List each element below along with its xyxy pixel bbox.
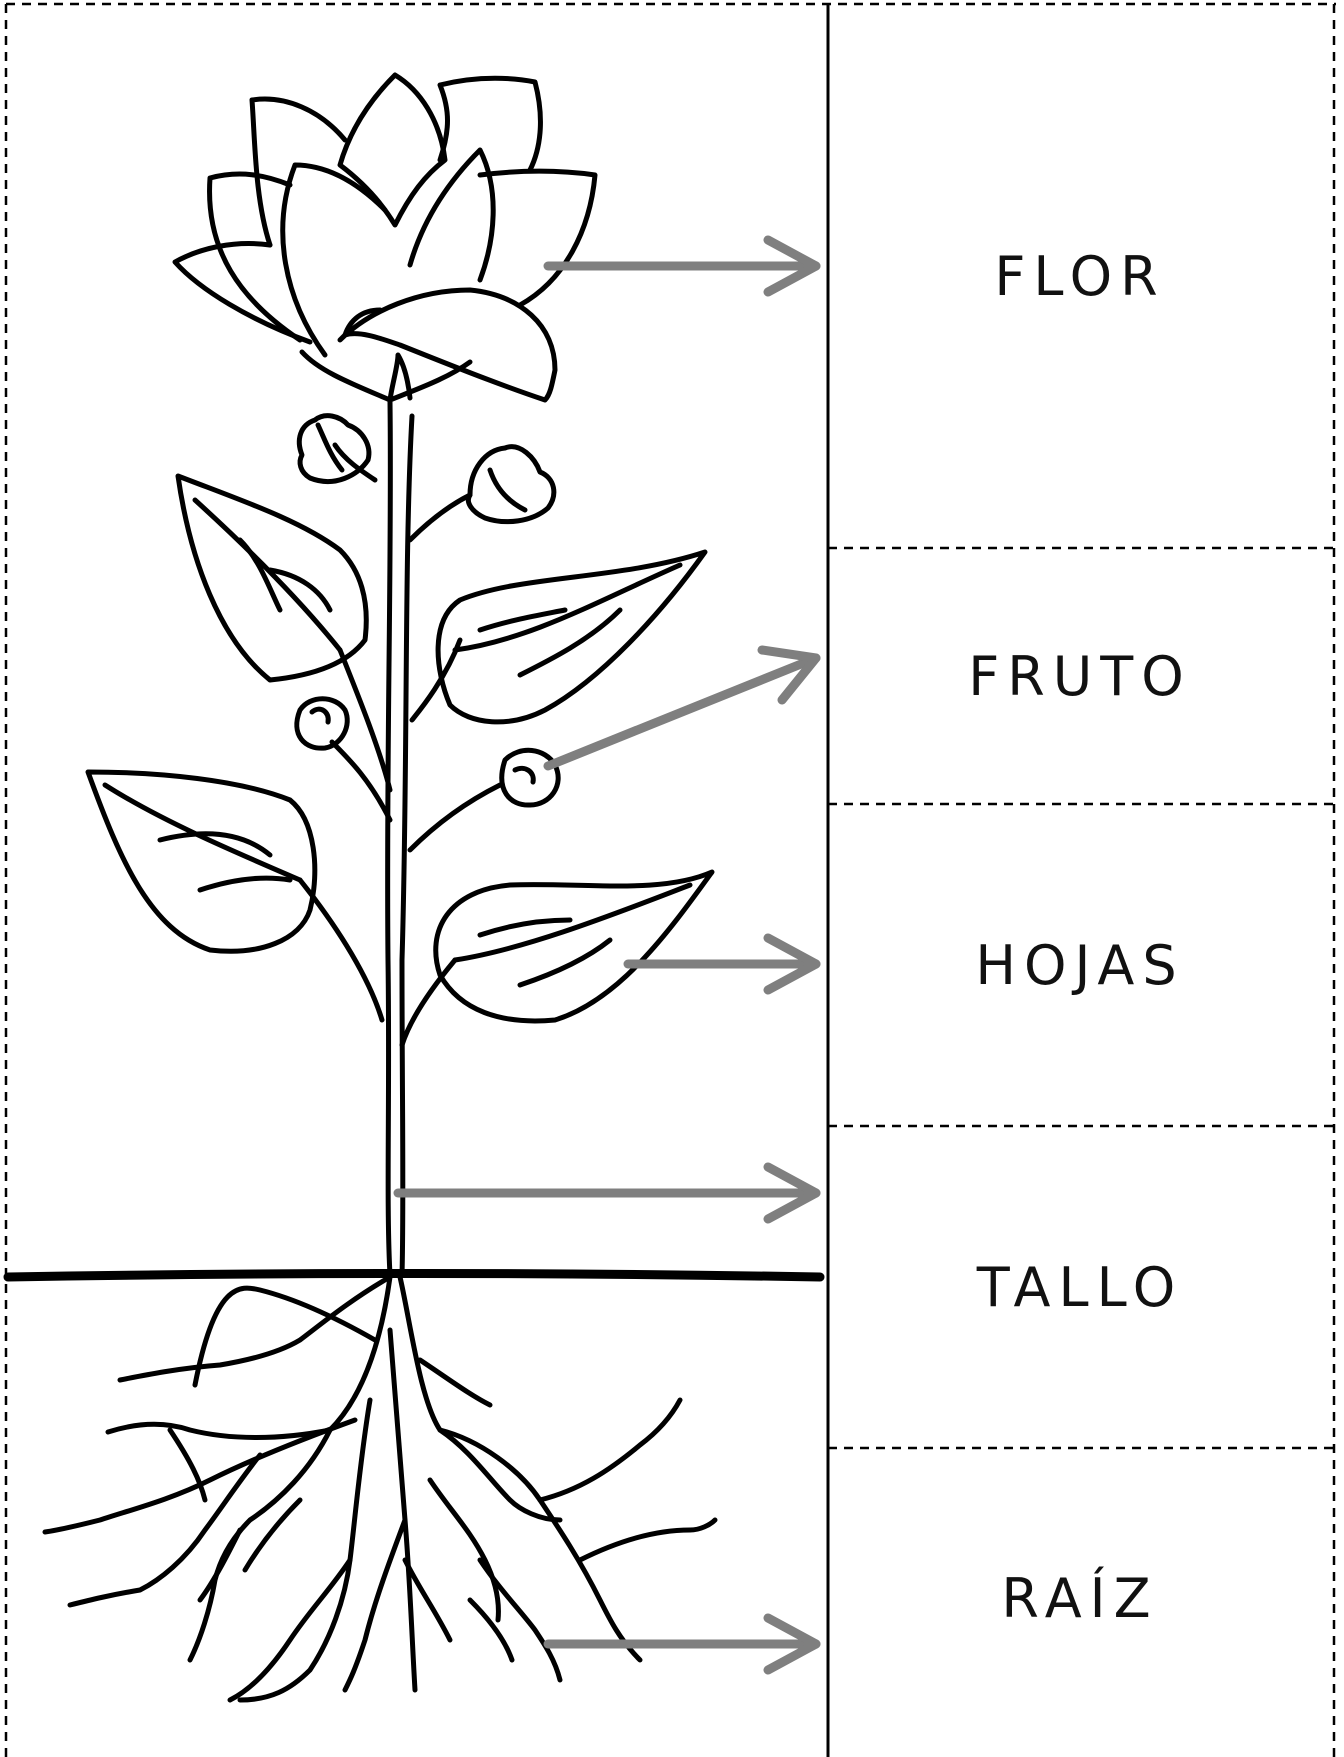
roots bbox=[45, 1277, 715, 1700]
ground-line bbox=[8, 1274, 820, 1278]
leaf-upper-right bbox=[412, 552, 705, 722]
label-tallo: TALLO bbox=[828, 1126, 1332, 1448]
stem bbox=[388, 402, 412, 1275]
label-hojas: HOJAS bbox=[828, 804, 1332, 1126]
arrow-to-raiz bbox=[548, 1618, 816, 1670]
label-flor: FLOR bbox=[828, 4, 1332, 548]
leaf-lower-right bbox=[402, 872, 712, 1045]
flower-buds bbox=[299, 416, 554, 540]
plant-illustration bbox=[45, 75, 715, 1700]
leaf-upper-left bbox=[178, 476, 390, 790]
fruit-left bbox=[297, 699, 390, 820]
arrow-to-tallo bbox=[398, 1167, 816, 1219]
flower bbox=[175, 75, 595, 400]
arrow-to-fruto bbox=[548, 650, 816, 766]
pointer-arrows bbox=[398, 240, 816, 1670]
fruit-right bbox=[410, 750, 558, 850]
arrow-to-flor bbox=[548, 240, 816, 292]
label-raiz: RAÍZ bbox=[828, 1448, 1332, 1748]
leaf-lower-left bbox=[88, 772, 382, 1020]
label-fruto: FRUTO bbox=[828, 548, 1332, 804]
